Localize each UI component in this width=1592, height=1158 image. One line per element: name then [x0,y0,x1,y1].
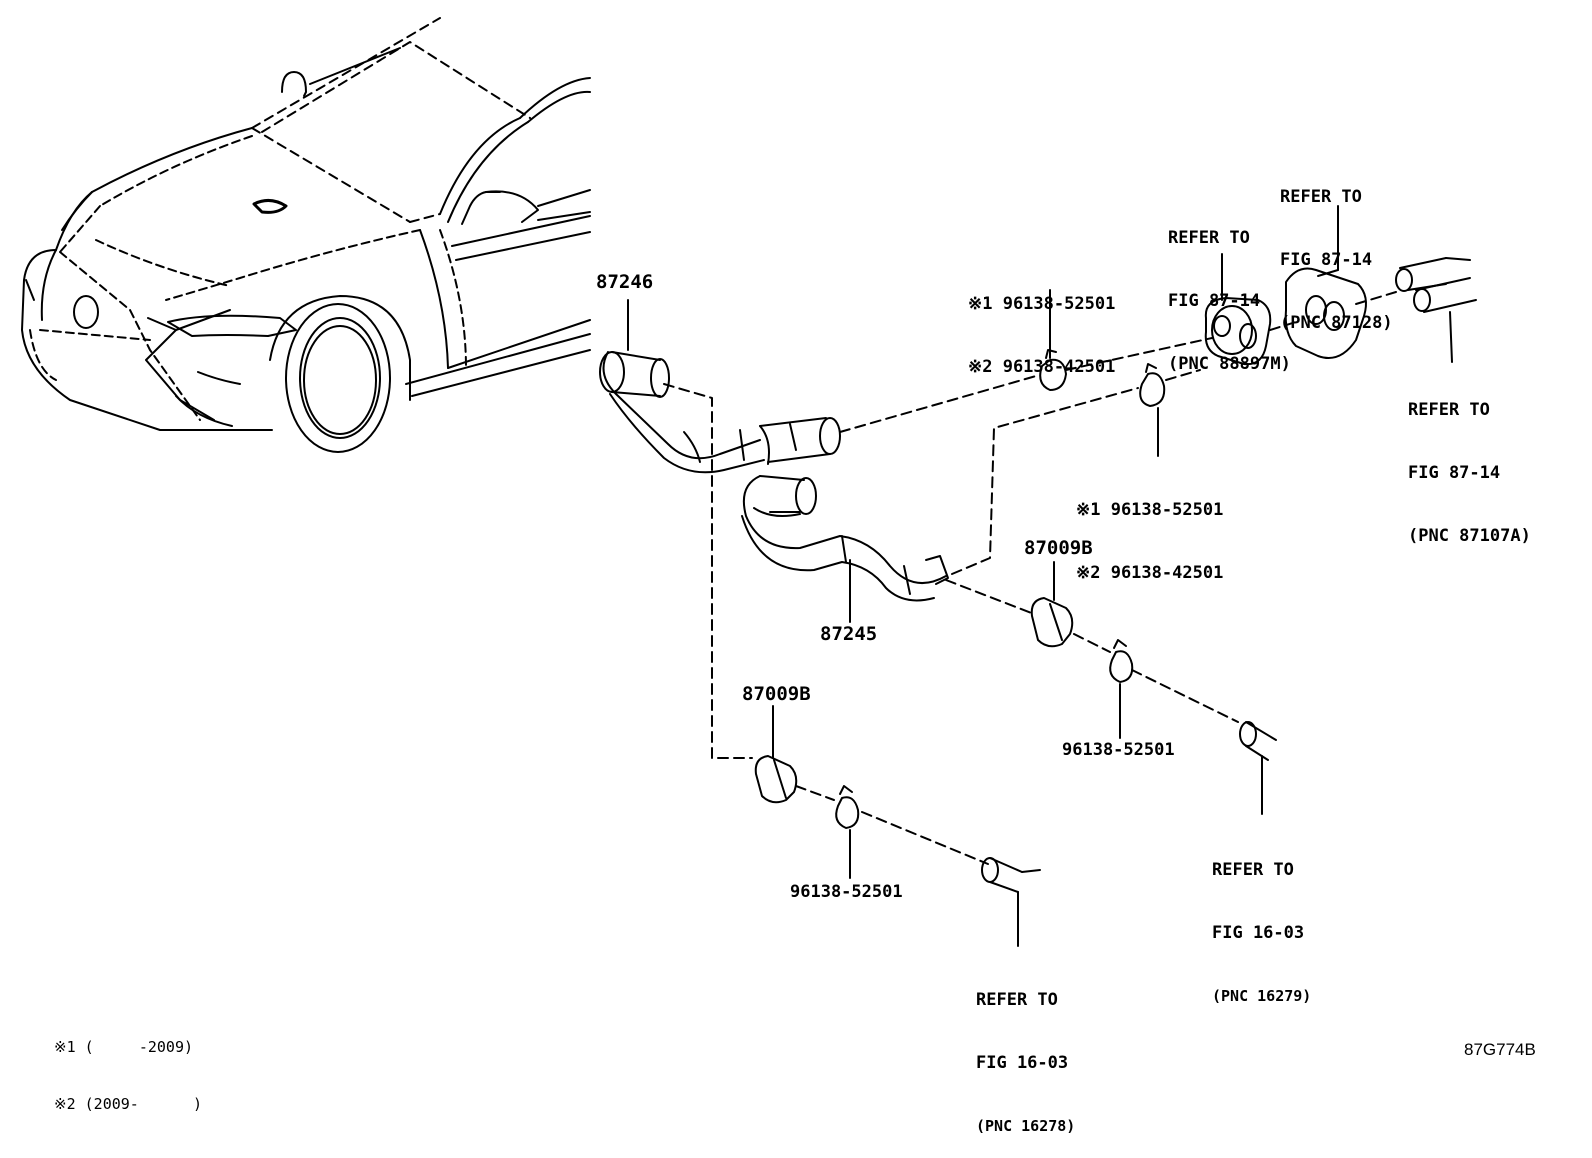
legend: ※1 ( -2009) ※2 (2009- ) [54,1000,202,1133]
refer-87128-line3: (PNC 87128) [1280,313,1393,333]
part-label-87245: 87245 [820,623,878,645]
vehicle-outline [21,17,591,453]
clamp-upper-line1: ※1 96138-52501 [968,294,1116,314]
part-label-clamp-lower-mid: 96138-52501 [1062,740,1175,760]
clamp-middle-label: ※1 96138-52501 ※2 96138-42501 [1076,458,1223,605]
refer-16278-line2: FIG 16-03 [976,1053,1069,1073]
refer-87107a-line1: REFER TO [1408,400,1490,420]
refer-16278: REFER TO FIG 16-03 (PNC 16278) [976,948,1075,1158]
refer-87128: REFER TO FIG 87-14 (PNC 87128) [1280,145,1393,355]
refer-88897m-line2: FIG 87-14 [1168,291,1261,311]
leader-lines [627,205,1453,947]
refer-16278-line3: (PNC 16278) [976,1117,1076,1135]
clamp-upper-label: ※1 96138-52501 ※2 96138-42501 [968,252,1115,399]
refer-87107a: REFER TO FIG 87-14 (PNC 87107A) [1408,358,1531,568]
hose-87245 [741,475,949,602]
refer-87128-line2: FIG 87-14 [1280,250,1373,270]
refer-87107a-line3: (PNC 87107A) [1408,526,1531,546]
clamp-upper [1039,349,1067,391]
refer-16279-line1: REFER TO [1212,860,1294,880]
refer-88897m: REFER TO FIG 87-14 (PNC 88897M) [1168,186,1291,396]
refer-16279: REFER TO FIG 16-03 (PNC 16279) [1212,818,1311,1028]
connection-lines [663,291,1397,865]
refer-87107a-line2: FIG 87-14 [1408,463,1501,483]
parts-diagram [21,17,1477,947]
clamp-middle-line1: ※1 96138-52501 [1076,500,1224,520]
clamp-middle [1139,363,1166,407]
refer-16279-line3: (PNC 16279) [1212,987,1312,1005]
refer-16279-line2: FIG 16-03 [1212,923,1305,943]
refer-88897m-line1: REFER TO [1168,228,1250,248]
refer-88897m-line3: (PNC 88897M) [1168,354,1291,374]
legend-row-1: ※1 ( -2009) [54,1038,193,1056]
part-label-87009b-upper: 87009B [1024,537,1093,559]
pipe-16279 [1239,721,1277,761]
pipe-16278 [981,857,1041,893]
clamp-middle-line2: ※2 96138-42501 [1076,563,1224,583]
legend-row-2: ※2 (2009- ) [54,1095,203,1113]
hose-87246 [599,351,841,474]
part-label-clamp-bottom: 96138-52501 [790,882,903,902]
part-label-87246: 87246 [596,271,654,293]
grommet-88897m [1204,297,1272,366]
part-label-87009b-lower: 87009B [742,683,811,705]
clip-87009b-lower [754,755,798,804]
refer-87128-line1: REFER TO [1280,187,1362,207]
refer-16278-line1: REFER TO [976,990,1058,1010]
clip-87009b-upper [1030,597,1074,648]
clamp-upper-line2: ※2 96138-42501 [968,357,1116,377]
clamp-lower-mid [1109,639,1134,683]
figure-code: 87G774B [1464,1040,1536,1059]
clamp-bottom [835,785,860,829]
pipes-87107a [1395,257,1477,313]
